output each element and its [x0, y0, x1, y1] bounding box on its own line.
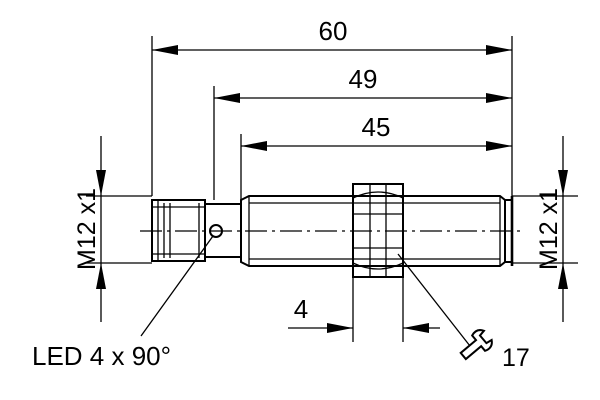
dimension-45: 45 — [241, 112, 512, 151]
dimension-thread-left: M12 x1 — [73, 136, 106, 322]
thread-left-label: M12 x1 — [73, 188, 101, 270]
wrench-icon — [459, 329, 493, 361]
dimension-60-label: 60 — [319, 16, 348, 46]
led-callout: LED 4 x 90° — [32, 235, 214, 371]
dimension-4-label: 4 — [294, 294, 308, 324]
dimension-thread-right: M12 x1 — [535, 136, 568, 322]
dimension-49: 49 — [214, 64, 512, 103]
thread-right-label: M12 x1 — [535, 188, 563, 270]
dimension-60: 60 — [152, 16, 512, 55]
dimension-4: 4 — [288, 294, 440, 333]
dimension-45-label: 45 — [362, 112, 391, 142]
wrench-size-label: 17 — [502, 344, 530, 372]
wrench-callout: 17 — [397, 253, 530, 372]
dimension-49-label: 49 — [349, 64, 378, 94]
led-callout-label: LED 4 x 90° — [32, 341, 171, 371]
extension-lines — [86, 36, 578, 342]
